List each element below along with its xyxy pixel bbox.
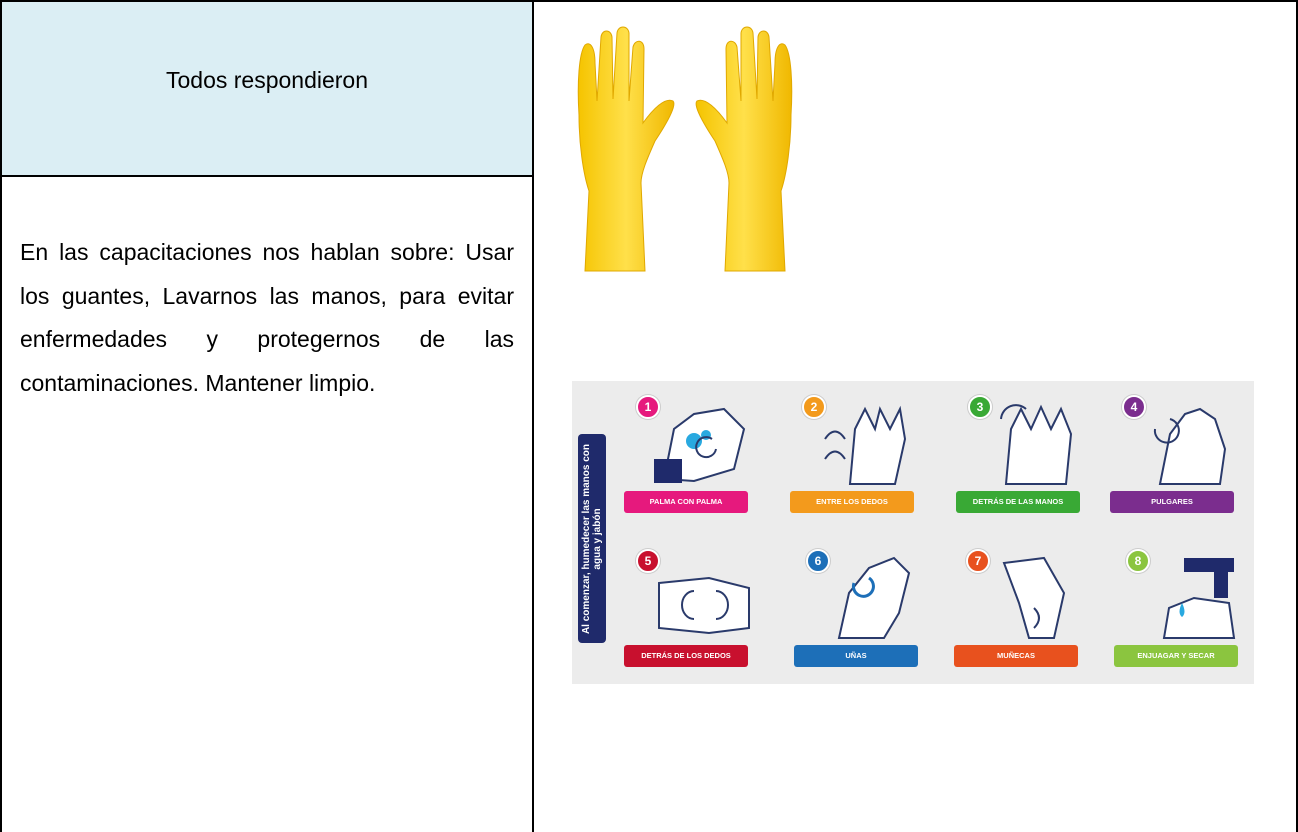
step-label: MUÑECAS: [954, 645, 1078, 667]
step-number: 1: [636, 395, 660, 419]
wrists-icon: [1002, 556, 1066, 639]
table-header-text: Todos respondieron: [165, 67, 369, 93]
step-label: UÑAS: [794, 645, 918, 667]
step-number: 4: [1122, 395, 1146, 419]
between-fingers-icon: [824, 405, 907, 485]
table-border-top: [0, 0, 1298, 2]
step-number: 7: [966, 549, 990, 573]
step-number: 2: [802, 395, 826, 419]
step-number: 6: [806, 549, 830, 573]
table-border-header-bottom: [0, 175, 534, 177]
thumbs-icon: [1153, 407, 1227, 485]
poster-step-7: 7 MUÑECAS: [954, 545, 1114, 675]
palm-to-palm-icon: [654, 407, 746, 483]
poster-step-2: 2 ENTRE LOS DEDOS: [790, 391, 950, 521]
step-number: 5: [636, 549, 660, 573]
poster-step-8: 8 ENJUAGAR Y SECAR: [1114, 545, 1274, 675]
table-border-left: [0, 0, 2, 832]
step-label: DETRÁS DE LOS DEDOS: [624, 645, 748, 667]
yellow-rubber-gloves-icon: [577, 26, 793, 272]
step-label: ENJUAGAR Y SECAR: [1114, 645, 1238, 667]
poster-step-4: 4 PULGARES: [1110, 391, 1270, 521]
nails-icon: [837, 556, 911, 639]
back-of-fingers-icon: [658, 576, 750, 635]
step-number: 3: [968, 395, 992, 419]
step-label: ENTRE LOS DEDOS: [790, 491, 914, 513]
table-border-middle: [532, 0, 534, 832]
step-number: 8: [1126, 549, 1150, 573]
back-of-hands-icon: [1000, 404, 1073, 485]
step-label: PULGARES: [1110, 491, 1234, 513]
poster-step-6: 6 UÑAS: [794, 545, 954, 675]
step-label: PALMA CON PALMA: [624, 491, 748, 513]
poster-side-label-text: Al comenzar, humedecer las manos con agu…: [581, 443, 603, 634]
poster-step-5: 5 DETRÁS DE LOS DEDOS: [624, 545, 784, 675]
poster-step-1: 1 PALMA CON PALMA: [624, 391, 784, 521]
table-header-cell: Todos respondieron: [2, 2, 532, 175]
step-label: DETRÁS DE LAS MANOS: [956, 491, 1080, 513]
poster-side-label: Al comenzar, humedecer las manos con agu…: [578, 434, 606, 643]
poster-step-3: 3 DETRÁS DE LAS MANOS: [956, 391, 1116, 521]
faucet-rinse-icon: [1162, 558, 1236, 639]
table-body-text: En las capacitaciones nos hablan sobre: …: [20, 239, 514, 396]
gloves-image: [557, 23, 813, 274]
table-border-right: [1296, 0, 1298, 832]
handwashing-poster: Al comenzar, humedecer las manos con agu…: [572, 381, 1254, 684]
